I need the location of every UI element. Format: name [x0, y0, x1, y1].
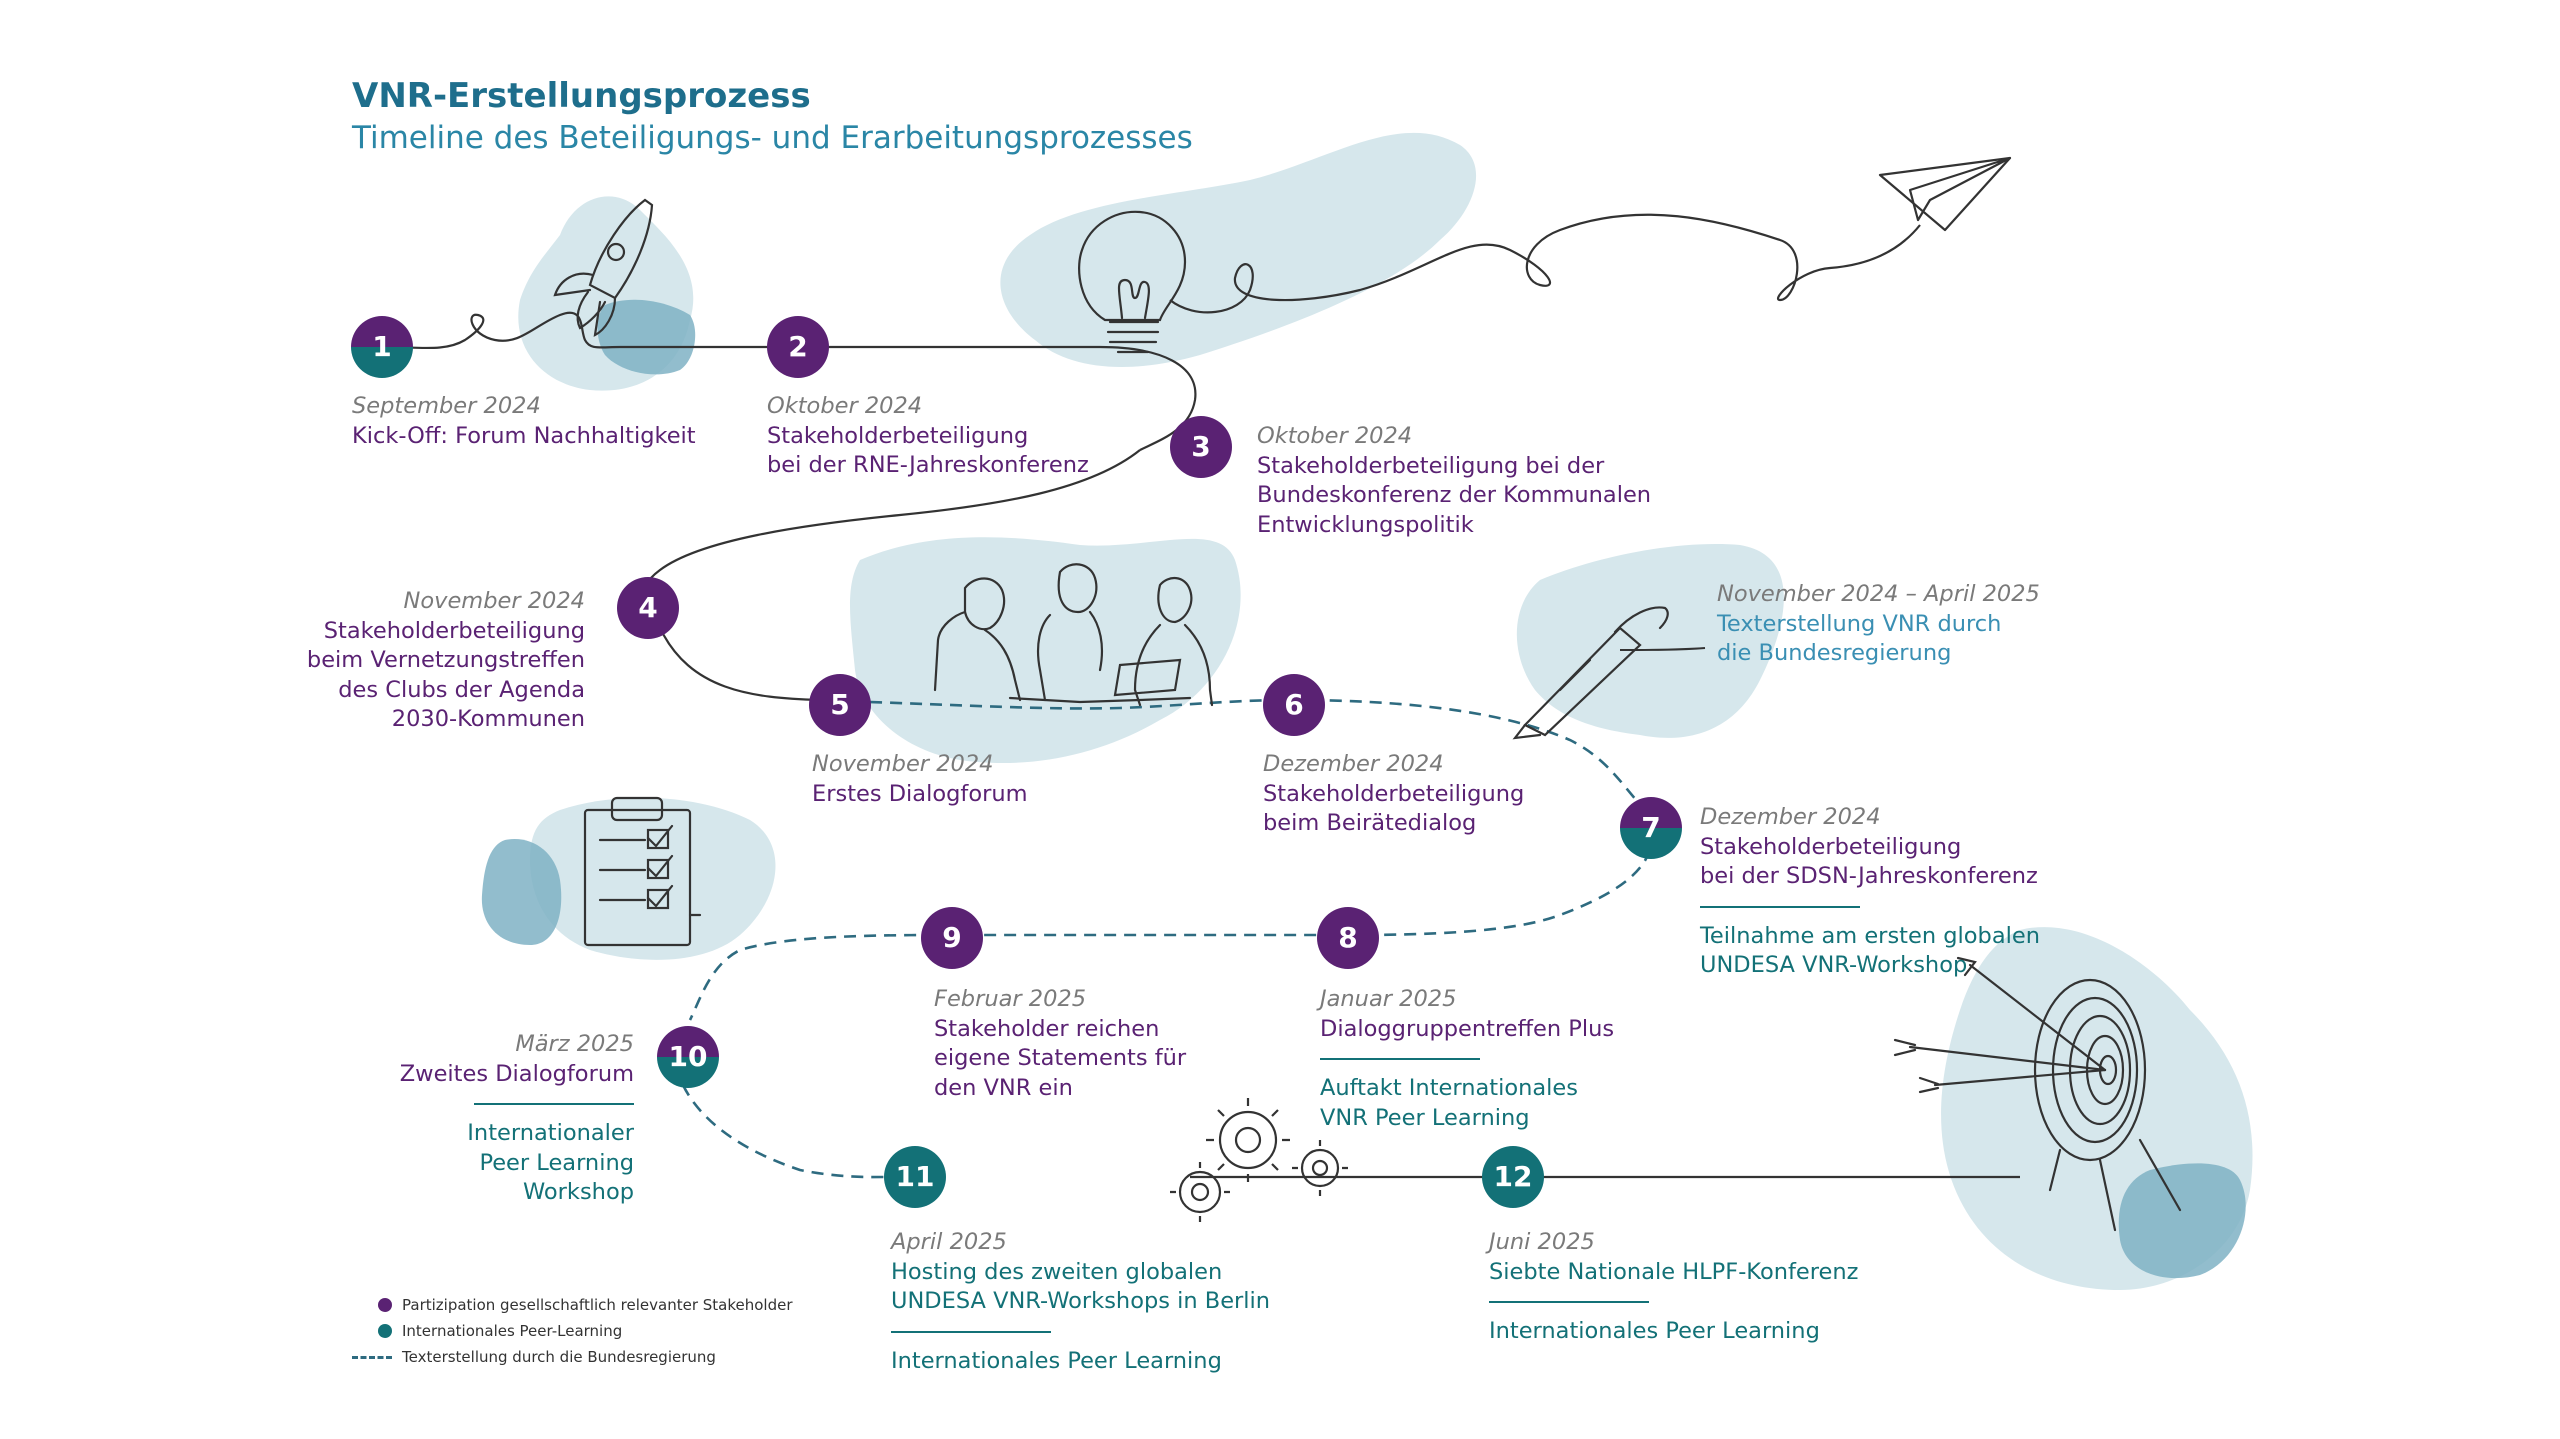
step-12-date: Juni 2025	[1489, 1229, 1595, 1255]
step-11-text: April 2025 Hosting des zweiten globalen …	[891, 1228, 1451, 1376]
step-4-date: November 2024	[403, 588, 585, 614]
step-1-node: 1	[351, 316, 413, 378]
legend: Partizipation gesellschaftlich relevante…	[352, 1292, 793, 1370]
legend-label-text-creation: Texterstellung durch die Bundesregierung	[402, 1348, 716, 1366]
step-4-label: Stakeholderbeteiligung beim Vernetzungst…	[306, 617, 585, 733]
step-6-label: Stakeholderbeteiligung beim Beirätedialo…	[1263, 780, 1525, 837]
step-8-divider	[1320, 1058, 1480, 1060]
step-4-node: 4	[617, 577, 679, 639]
text-creation-annotation: November 2024 – April 2025 Texterstellun…	[1717, 580, 2277, 669]
step-3-date: Oktober 2024	[1257, 423, 1413, 449]
step-10-label: Zweites Dialogforum	[399, 1060, 634, 1087]
step-8-node: 8	[1317, 907, 1379, 969]
teal-dot-icon	[378, 1324, 392, 1338]
step-8-peer-label: Auftakt Internationales VNR Peer Learnin…	[1320, 1075, 1578, 1131]
step-2-label: Stakeholderbeteiligung bei der RNE-Jahre…	[767, 422, 1089, 479]
target-icon	[1893, 956, 2182, 1232]
step-6-text: Dezember 2024 Stakeholderbeteiligung bei…	[1263, 750, 1823, 839]
step-9-node: 9	[921, 907, 983, 969]
paper-plane-icon	[1878, 156, 2012, 232]
purple-dot-icon	[378, 1298, 392, 1312]
gears-icon	[1170, 1098, 1348, 1222]
step-11-node: 11	[884, 1146, 946, 1208]
step-7-node: 7	[1620, 797, 1682, 859]
step-8-label: Dialoggruppentreffen Plus	[1320, 1015, 1615, 1042]
step-12-divider	[1489, 1301, 1649, 1303]
step-2-node: 2	[767, 316, 829, 378]
step-5-label: Erstes Dialogforum	[812, 780, 1028, 807]
legend-label-participation: Partizipation gesellschaftlich relevante…	[402, 1296, 793, 1314]
step-7-label: Stakeholderbeteiligung bei der SDSN-Jahr…	[1700, 833, 2038, 890]
step-11-peer-label: Internationales Peer Learning	[891, 1347, 1222, 1374]
step-5-node: 5	[809, 674, 871, 736]
step-10-date: März 2025	[515, 1031, 634, 1057]
step-1-date: September 2024	[352, 393, 541, 419]
step-12-text: Juni 2025 Siebte Nationale HLPF-Konferen…	[1489, 1228, 2049, 1347]
step-10-text: März 2025 Zweites Dialogforum Internatio…	[74, 1030, 634, 1208]
pen-connector	[1619, 647, 1706, 651]
step-7-divider	[1700, 905, 1860, 908]
people-discussion-icon	[933, 563, 1214, 707]
step-11-date: April 2025	[891, 1229, 1007, 1255]
text-creation-date: November 2024 – April 2025	[1717, 581, 2040, 607]
step-8-text: Januar 2025 Dialoggruppentreffen Plus Au…	[1320, 985, 1880, 1133]
step-4-text: November 2024 Stakeholderbeteiligung bei…	[25, 587, 585, 735]
step-10-node: 10	[657, 1026, 719, 1088]
rocket-icon	[553, 198, 654, 337]
step-6-date: Dezember 2024	[1263, 751, 1444, 777]
step-11-divider	[891, 1330, 1051, 1333]
page-title: VNR-Erstellungsprozess	[352, 76, 811, 116]
legend-item-text-creation: Texterstellung durch die Bundesregierung	[352, 1344, 793, 1370]
legend-label-peer-learning: Internationales Peer-Learning	[402, 1322, 623, 1340]
step-1-text: September 2024 Kick-Off: Forum Nachhalti…	[352, 392, 912, 451]
step-7-text: Dezember 2024 Stakeholderbeteiligung bei…	[1700, 803, 2260, 981]
background-blobs	[518, 132, 2253, 1290]
legend-item-peer-learning: Internationales Peer-Learning	[378, 1318, 793, 1344]
checklist-icon	[583, 796, 702, 947]
step-9-text: Februar 2025 Stakeholder reichen eigene …	[934, 985, 1494, 1103]
step-7-peer-label: Teilnahme am ersten globalen UNDESA VNR-…	[1700, 922, 2040, 979]
step-12-label: Siebte Nationale HLPF-Konferenz	[1489, 1258, 1859, 1285]
legend-item-participation: Partizipation gesellschaftlich relevante…	[378, 1292, 793, 1318]
step-9-label: Stakeholder reichen eigene Statements fü…	[934, 1015, 1187, 1101]
step-9-date: Februar 2025	[934, 986, 1087, 1012]
step-12-peer-label: Internationales Peer Learning	[1489, 1318, 1820, 1344]
step-3-text: Oktober 2024 Stakeholderbeteiligung bei …	[1257, 422, 1817, 540]
step-2-date: Oktober 2024	[767, 393, 923, 419]
dashed-line-icon	[352, 1355, 392, 1359]
step-3-node: 3	[1170, 416, 1232, 478]
pen-icon	[1512, 606, 1669, 740]
step-7-date: Dezember 2024	[1700, 804, 1881, 830]
step-5-date: November 2024	[812, 751, 994, 777]
step-3-label: Stakeholderbeteiligung bei der Bundeskon…	[1257, 452, 1652, 538]
step-2-text: Oktober 2024 Stakeholderbeteiligung bei …	[767, 392, 1327, 481]
step-6-node: 6	[1263, 674, 1325, 736]
text-creation-label: Texterstellung VNR durch die Bundesregie…	[1717, 610, 2002, 667]
step-1-label: Kick-Off: Forum Nachhaltigkeit	[352, 422, 696, 449]
step-12-node: 12	[1482, 1146, 1544, 1208]
step-11-label: Hosting des zweiten globalen UNDESA VNR-…	[891, 1258, 1271, 1315]
step-8-date: Januar 2025	[1320, 986, 1457, 1012]
timeline-path	[381, 213, 2020, 1179]
step-5-text: November 2024 Erstes Dialogforum	[812, 750, 1372, 809]
page-subtitle: Timeline des Beteiligungs- und Erarbeitu…	[352, 120, 1193, 156]
step-10-peer-label: Internationaler Peer Learning Workshop	[467, 1120, 634, 1205]
background-blobs-dark	[481, 299, 2246, 1279]
step-10-divider	[474, 1103, 634, 1105]
light-bulb-icon	[1078, 210, 1187, 354]
